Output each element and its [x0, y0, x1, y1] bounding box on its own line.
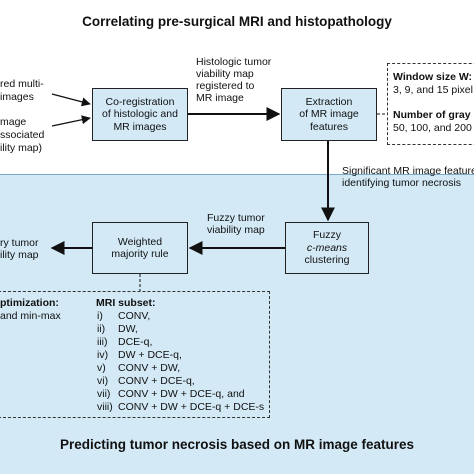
fuzzy-map-label-1: Fuzzy tumor: [207, 212, 265, 224]
optimization-label: ptimization:: [0, 297, 59, 309]
weighted-majority-box: Weighted majority rule: [92, 222, 188, 274]
mri-input-label-1: red multi-: [0, 78, 44, 90]
histo-input-label-1: mage: [0, 116, 27, 128]
extraction-line-3: features: [310, 120, 348, 133]
subset-item-number: ii): [97, 323, 106, 335]
viability-map-label-4: MR image: [196, 92, 244, 104]
subset-item-text: DW + DCE-q,: [118, 349, 182, 361]
fuzzy-cmeans-box: Fuzzy c-means clustering: [285, 222, 369, 274]
subset-item-text: DW,: [118, 323, 138, 335]
subset-item-text: CONV,: [118, 310, 151, 322]
subset-item-text: CONV + DCE-q,: [118, 375, 195, 387]
mri-input-arrow: [51, 93, 91, 107]
output-label-2: ility map: [0, 249, 39, 261]
top-section-title: Correlating pre-surgical MRI and histopa…: [82, 14, 392, 29]
fuzzy-line-3: clustering: [304, 254, 350, 267]
gray-levels-label: Number of gray: [393, 109, 471, 121]
weighted-line-2: majority rule: [111, 248, 169, 260]
gray-levels-values: 50, 100, and 200: [393, 122, 472, 134]
subset-item-number: vii): [97, 388, 111, 400]
window-size-label: Window size W:: [393, 71, 473, 83]
histo-input-arrow: [51, 115, 91, 127]
feature-extraction-box: Extraction of MR image features: [281, 88, 377, 141]
coregistration-box: Co-registration of histologic and MR ima…: [92, 88, 188, 141]
subset-item-text: CONV + DW + DCE-q, and: [118, 388, 245, 400]
fuzzy-line-2: c-means: [306, 241, 348, 254]
significant-features-label-2: identifying tumor necrosis: [342, 177, 462, 189]
bottom-section-background: [0, 174, 474, 474]
subset-item-number: iii): [97, 336, 108, 348]
coregistration-line-3: MR images: [113, 120, 167, 133]
subset-item-number: v): [97, 362, 106, 374]
window-size-values: 3, 9, and 15 pixel: [393, 84, 473, 96]
fuzzy-line-1: Fuzzy: [312, 229, 341, 242]
weighted-line-1: Weighted: [117, 235, 163, 248]
viability-map-label-3: registered to: [196, 80, 255, 92]
coregistration-line-2: of histologic and: [102, 108, 178, 121]
histo-input-label-2: ssociated: [0, 129, 45, 141]
subset-item-text: DCE-q,: [118, 336, 153, 348]
subset-item-number: viii): [97, 401, 113, 413]
histo-input-label-3: ility map): [0, 142, 43, 154]
extraction-line-1: Extraction: [305, 95, 353, 108]
optimization-value: and min-max: [0, 310, 61, 322]
output-label-1: ry tumor: [0, 237, 39, 249]
mri-subset-label: MRI subset:: [96, 297, 156, 309]
subset-item-text: CONV + DW,: [118, 362, 181, 374]
significant-features-label-1: Significant MR image feature: [342, 165, 474, 177]
extraction-line-2: of MR image: [299, 108, 359, 121]
mri-input-label-2: images: [0, 91, 34, 103]
fuzzy-map-label-2: viability map: [207, 224, 265, 236]
subset-item-number: vi): [97, 375, 109, 387]
optimization-subset-box: [0, 291, 270, 418]
viability-map-label-1: Histologic tumor: [196, 56, 272, 68]
coregistration-line-1: Co-registration: [105, 95, 175, 108]
subset-item-number: iv): [97, 349, 109, 361]
viability-map-label-2: viability map: [196, 68, 254, 80]
subset-item-text: CONV + DW + DCE-q + DCE-s: [118, 401, 265, 413]
parameters-box: [387, 63, 474, 145]
subset-item-number: i): [97, 310, 103, 322]
bottom-section-title: Predicting tumor necrosis based on MR im…: [59, 437, 415, 452]
